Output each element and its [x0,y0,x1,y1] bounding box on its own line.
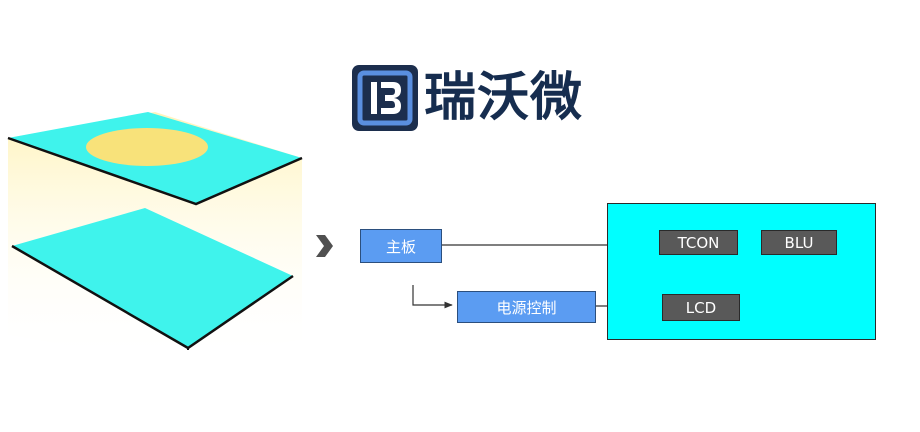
power-control-block: 电源控制 [457,291,596,323]
bottom-layer [11,208,294,350]
backlight-layers-illustration [7,112,303,362]
tcon-block: TCON [659,230,738,255]
lcd-block: LCD [662,294,740,321]
display-module-panel [607,203,876,340]
rwm-letter-mark-icon [352,65,418,131]
arrow-mainboard-to-power [412,285,453,309]
mainboard-block: 主板 [360,229,442,263]
light-spot [86,128,208,166]
blu-block: BLU [761,230,837,255]
chevron-right-icon [316,235,333,257]
brand-logo: 瑞沃微 [352,64,583,132]
brand-name: 瑞沃微 [424,68,584,128]
